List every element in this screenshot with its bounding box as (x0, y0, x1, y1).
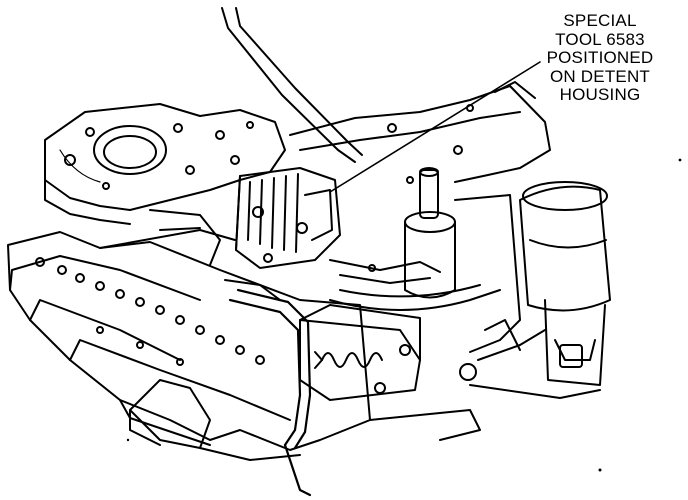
manual-shaft (329, 167, 501, 311)
special-tool-rod (221, 7, 363, 163)
detent-housing (235, 167, 341, 269)
callout-line-1: SPECIAL (563, 11, 637, 30)
valve-bore-holes (35, 257, 265, 366)
upper-right-housing (289, 81, 551, 184)
lower-casting-base (129, 379, 481, 461)
mid-linkages (149, 209, 441, 301)
throttle-lever (454, 194, 546, 381)
spring-housing-block (299, 304, 421, 401)
callout-line-4: ON DETENT (549, 66, 651, 86)
bore-opening (93, 125, 167, 175)
lower-valve-body (7, 229, 371, 451)
callout-line-5: HOUSING (559, 85, 641, 104)
callout-line-2: TOOL 6583 (555, 29, 645, 49)
callout-leader-line (329, 61, 541, 193)
coil-spring (321, 352, 383, 368)
speckle-details (126, 158, 682, 472)
callout-label: SPECIAL TOOL 6583 POSITIONED ON DETENT H… (520, 11, 680, 105)
callout-line-3: POSITIONED (546, 48, 654, 67)
oil-tube (228, 288, 312, 497)
upper-transfer-plate (44, 103, 286, 225)
solenoid-canister (469, 181, 611, 399)
